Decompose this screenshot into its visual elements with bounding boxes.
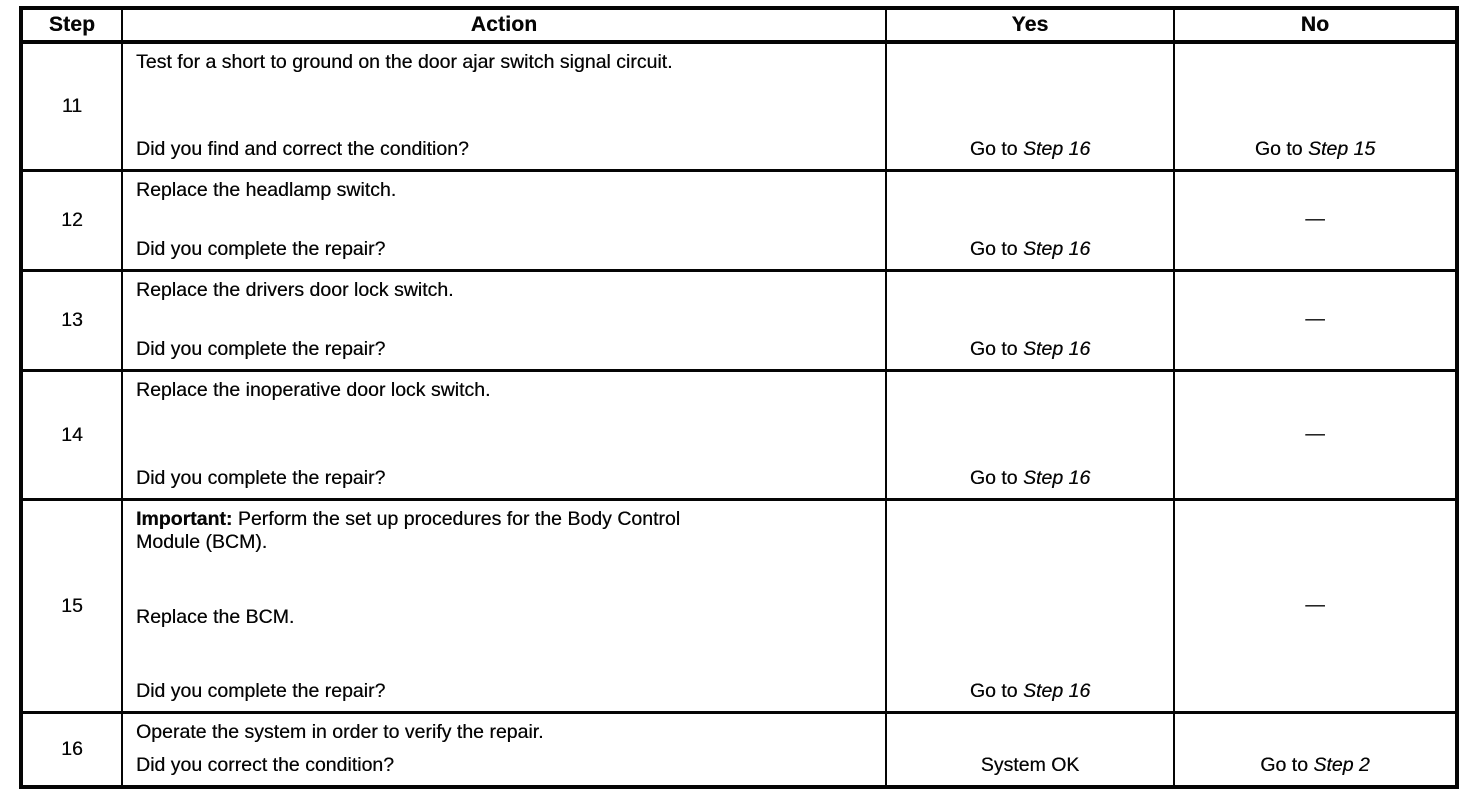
step-reference: Step 16	[1022, 467, 1091, 489]
important-label: Important:	[136, 508, 233, 530]
step-reference: Step 16	[1022, 138, 1091, 160]
yes-result: System OK	[887, 714, 1175, 785]
result-text: Go to Step 16	[969, 138, 1091, 160]
result-text: —	[1305, 208, 1325, 230]
yes-result: Go to Step 16	[887, 372, 1175, 501]
step-reference: Step 15	[1307, 138, 1376, 160]
result-text: Go to Step 16	[969, 680, 1091, 702]
action-cell: Replace the drivers door lock switch. Did…	[123, 272, 887, 372]
action-cell: Operate the system in order to verify th…	[123, 714, 887, 785]
no-result: Go to Step 15	[1175, 44, 1455, 172]
no-result: —	[1175, 372, 1455, 501]
step-reference: Step 16	[1022, 338, 1091, 360]
action-text: Replace the drivers door lock switch.	[136, 279, 454, 301]
no-result: —	[1175, 172, 1455, 272]
action-question: Did you find and correct the condition?	[136, 137, 469, 160]
result-text: System OK	[980, 754, 1080, 776]
action-text: Replace the inoperative door lock switch…	[136, 379, 491, 401]
action-question: Did you correct the condition?	[136, 753, 394, 776]
action-question: Did you complete the repair?	[136, 237, 386, 260]
action-cell: Replace the inoperative door lock switch…	[123, 372, 887, 501]
step-number: 11	[23, 44, 123, 172]
yes-result: Go to Step 16	[887, 172, 1175, 272]
no-result: —	[1175, 501, 1455, 714]
column-header-yes: Yes	[887, 10, 1175, 44]
step-reference: Step 2	[1313, 754, 1370, 776]
result-text: Go to Step 16	[969, 467, 1091, 489]
step-number: 16	[23, 714, 123, 785]
result-text: —	[1305, 593, 1325, 616]
action-question: Did you complete the repair?	[136, 679, 386, 702]
step-reference: Step 16	[1022, 680, 1091, 702]
action-text: Test for a short to ground on the door a…	[136, 51, 673, 73]
result-text: Go to Step 16	[969, 238, 1091, 260]
yes-result: Go to Step 16	[887, 272, 1175, 372]
result-text: —	[1305, 422, 1325, 445]
result-text: Go to Step 15	[1254, 138, 1376, 160]
yes-result: Go to Step 16	[887, 44, 1175, 172]
step-number: 13	[23, 272, 123, 372]
action-text: Replace the headlamp switch.	[136, 179, 397, 201]
action-question: Did you complete the repair?	[136, 466, 386, 489]
step-number: 15	[23, 501, 123, 714]
result-text: Go to Step 2	[1260, 754, 1370, 776]
column-header-no: No	[1175, 10, 1455, 44]
action-text: Operate the system in order to verify th…	[136, 721, 544, 743]
diagnostic-table: Step Action Yes No 11 Test for a short to…	[19, 6, 1459, 789]
column-header-step: Step	[23, 10, 123, 44]
action-cell: Important: Perform the set up procedures…	[123, 501, 887, 714]
action-question: Did you complete the repair?	[136, 337, 386, 360]
column-header-action: Action	[123, 10, 887, 44]
result-text: —	[1305, 308, 1325, 330]
no-result: Go to Step 2	[1175, 714, 1455, 785]
step-number: 14	[23, 372, 123, 501]
no-result: —	[1175, 272, 1455, 372]
action-text: Important: Perform the set up procedures…	[136, 508, 681, 554]
action-text: Replace the BCM.	[136, 605, 295, 628]
result-text: Go to Step 16	[969, 338, 1091, 360]
action-cell: Replace the headlamp switch. Did you comp…	[123, 172, 887, 272]
step-number: 12	[23, 172, 123, 272]
yes-result: Go to Step 16	[887, 501, 1175, 714]
step-reference: Step 16	[1022, 238, 1091, 260]
action-cell: Test for a short to ground on the door a…	[123, 44, 887, 172]
